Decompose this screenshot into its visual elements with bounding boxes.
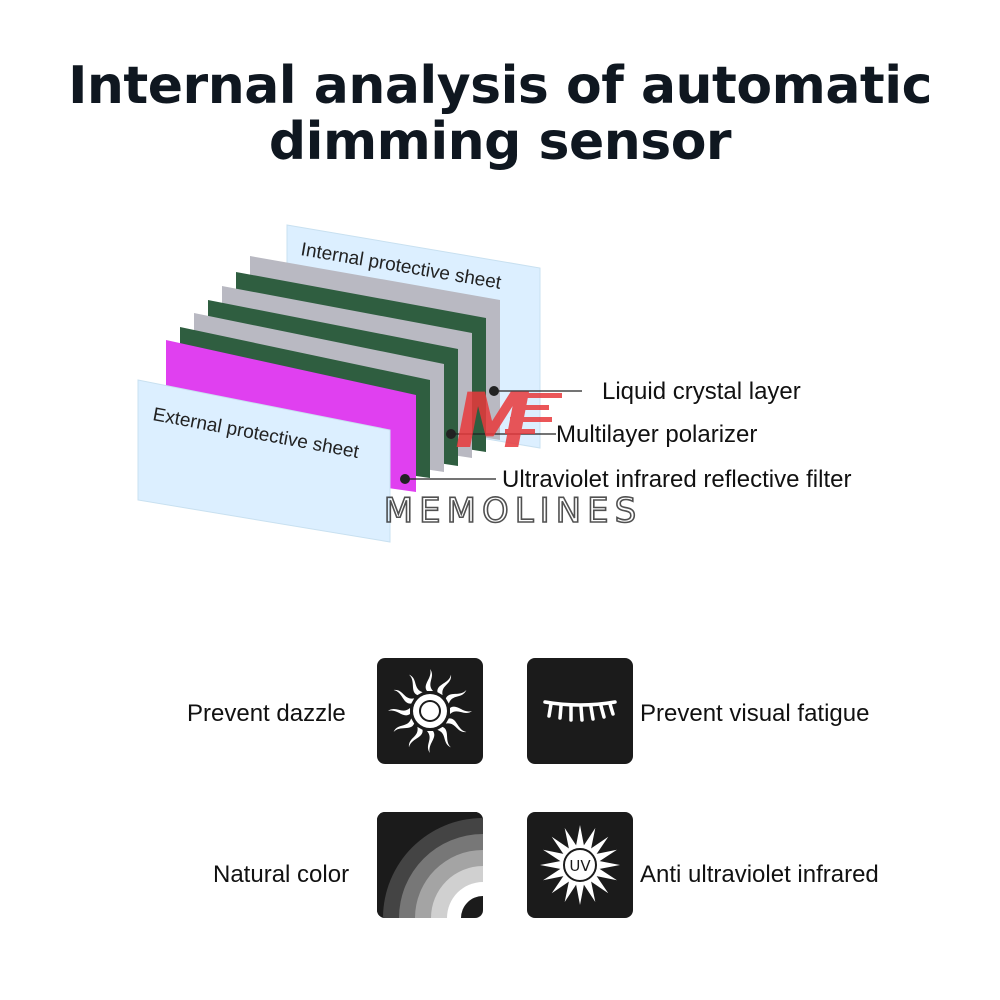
page-title: Internal analysis of automatic dimming s… [0, 58, 1000, 170]
external-protective-sheet [137, 379, 391, 543]
color-gradient-icon [377, 812, 483, 918]
callout-dot-filter [400, 474, 410, 484]
callout-dot-polarizer [446, 429, 456, 439]
callout-filter-label: Ultraviolet infrared reflective filter [502, 466, 852, 493]
callout-dot-liquid-crystal [489, 386, 499, 396]
feature-label-anti-uv: Anti ultraviolet infrared [640, 861, 879, 888]
uv-badge-text: UV [569, 857, 591, 875]
feature-tile-anti-uv: UV [527, 812, 633, 918]
feature-tile-natural-color [377, 812, 483, 918]
uv-icon: UV [540, 825, 620, 905]
callout-liquid-crystal-label: Liquid crystal layer [602, 378, 801, 405]
watermark-logo-icon: M [455, 376, 562, 465]
eyelash-icon [543, 700, 617, 722]
callout-polarizer-label: Multilayer polarizer [556, 421, 758, 448]
feature-label-prevent-visual-fatigue: Prevent visual fatigue [640, 700, 870, 727]
title-line-1: Internal analysis of automatic [68, 56, 932, 116]
watermark-brand: MEMOLINES [384, 491, 642, 531]
feature-tile-prevent-dazzle [377, 658, 483, 764]
feature-label-natural-color: Natural color [213, 861, 350, 888]
title-line-2: dimming sensor [268, 112, 732, 172]
sun-icon [388, 669, 472, 753]
feature-label-prevent-dazzle: Prevent dazzle [187, 700, 346, 727]
feature-tile-prevent-visual-fatigue [527, 658, 633, 764]
